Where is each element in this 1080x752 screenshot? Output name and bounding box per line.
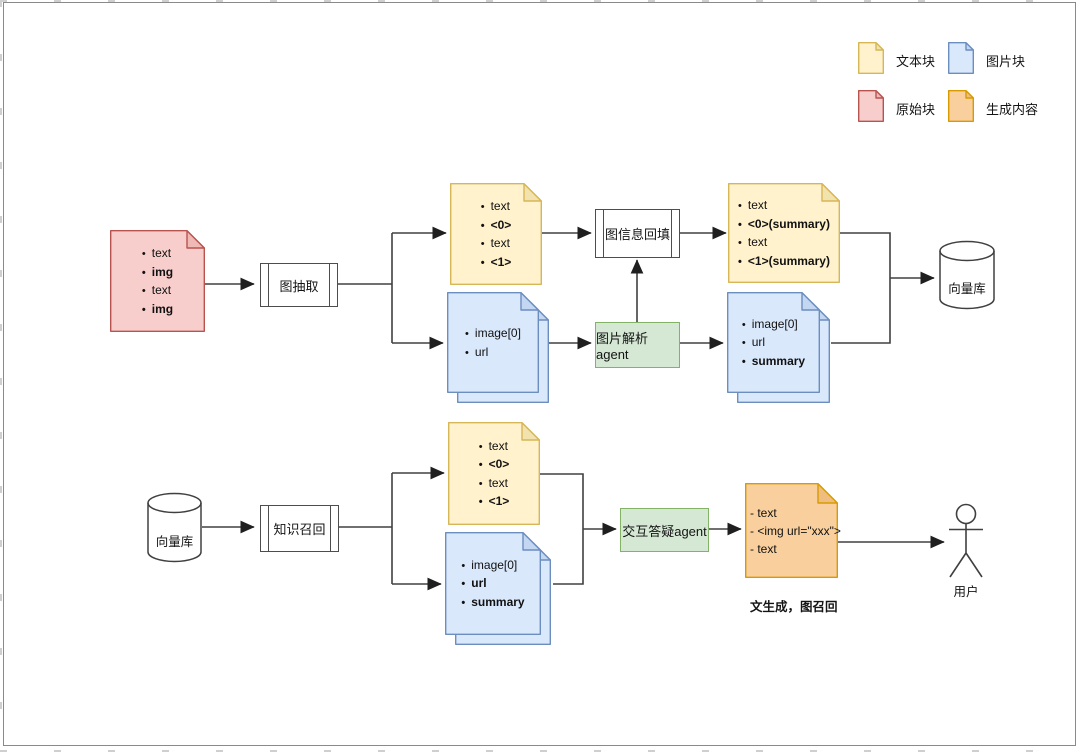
process-image-backfill: 图信息回填 bbox=[595, 209, 680, 258]
list-item: text bbox=[142, 244, 173, 263]
cylinder-shape bbox=[147, 492, 202, 563]
cylinder-shape bbox=[939, 240, 995, 310]
list-item: <1> bbox=[481, 253, 512, 272]
list-item: <0> bbox=[481, 216, 512, 235]
legend-image-block-icon bbox=[948, 42, 974, 74]
list-item: image[0] bbox=[465, 324, 521, 343]
vector-db-cylinder-bottom: 向量库 bbox=[147, 492, 202, 563]
vector-db-cylinder-top: 向量库 bbox=[939, 240, 995, 310]
list-item: text bbox=[481, 234, 512, 253]
process-knowledge-recall: 知识召回 bbox=[260, 505, 339, 552]
process-label: 知识召回 bbox=[273, 522, 326, 537]
list-item: url bbox=[465, 343, 521, 362]
list-item: <0>(summary) bbox=[738, 215, 830, 234]
legend-text-block-label: 文本块 bbox=[896, 54, 936, 69]
process-label: 图抽取 bbox=[279, 278, 319, 294]
line-merge-top bbox=[831, 232, 891, 344]
image-chunk-block-recall: image[0] url summary bbox=[445, 532, 551, 645]
agent-label: 图片解析agent bbox=[596, 331, 649, 362]
legend-image-block-label: 图片块 bbox=[986, 54, 1026, 69]
process-label: 图信息回填 bbox=[604, 227, 670, 242]
user-actor: 用户 bbox=[938, 497, 994, 599]
grid-ticks-right bbox=[0, 0, 2, 752]
list-item: text bbox=[738, 196, 830, 215]
vector-db-label: 向量库 bbox=[948, 282, 986, 296]
list-item: - text bbox=[750, 541, 777, 556]
legend-raw-block-icon bbox=[858, 90, 884, 122]
grid-ticks-bottom bbox=[0, 750, 1080, 752]
list-item: img bbox=[142, 263, 173, 282]
qa-agent: 交互答疑agent bbox=[620, 508, 709, 552]
generated-content-block: - text - <img url="xxx"> - text bbox=[745, 483, 841, 578]
legend-text-block-icon bbox=[858, 42, 884, 74]
line-recall-split bbox=[337, 473, 393, 584]
list-item: img bbox=[142, 300, 173, 319]
text-chunk-block: text <0> text <1> bbox=[450, 183, 542, 285]
text-chunk-block-recall: text <0> text <1> bbox=[448, 422, 540, 525]
list-item: text bbox=[481, 197, 512, 216]
list-item: - <img url="xxx"> bbox=[750, 523, 841, 538]
legend-raw-block-label: 原始块 bbox=[896, 102, 936, 117]
vector-db-label: 向量库 bbox=[155, 535, 194, 549]
raw-chunk-block: text img text img bbox=[110, 230, 205, 332]
list-item: <0> bbox=[479, 455, 510, 474]
list-item: text bbox=[142, 281, 173, 300]
list-item: summary bbox=[742, 352, 805, 371]
grid-ticks-top bbox=[0, 0, 1080, 2]
user-label: 用户 bbox=[953, 585, 979, 599]
list-item: url bbox=[742, 333, 805, 352]
line-extract-split bbox=[336, 233, 393, 343]
generation-caption: 文生成，图召回 bbox=[750, 600, 838, 614]
list-item: summary bbox=[461, 593, 524, 612]
actor-figure bbox=[949, 503, 983, 578]
image-chunk-block: image[0] url bbox=[447, 292, 549, 403]
process-image-extract: 图抽取 bbox=[260, 263, 338, 307]
image-parse-agent: 图片解析agent bbox=[595, 322, 680, 368]
list-item: text bbox=[479, 437, 510, 456]
text-chunk-summary-block: text <0>(summary) text <1>(summary) bbox=[728, 183, 840, 283]
image-chunk-summary-block: image[0] url summary bbox=[727, 292, 830, 403]
list-item: <1>(summary) bbox=[738, 252, 830, 271]
list-item: <1> bbox=[479, 492, 510, 511]
list-item: image[0] bbox=[461, 556, 524, 575]
list-item: text bbox=[738, 233, 830, 252]
list-item: url bbox=[461, 574, 524, 593]
list-item: image[0] bbox=[742, 315, 805, 334]
agent-label: 交互答疑agent bbox=[622, 523, 707, 539]
legend-generated-label: 生成内容 bbox=[986, 102, 1039, 117]
list-item: - text bbox=[750, 505, 777, 520]
list-item: text bbox=[479, 474, 510, 493]
legend-generated-icon bbox=[948, 90, 974, 122]
